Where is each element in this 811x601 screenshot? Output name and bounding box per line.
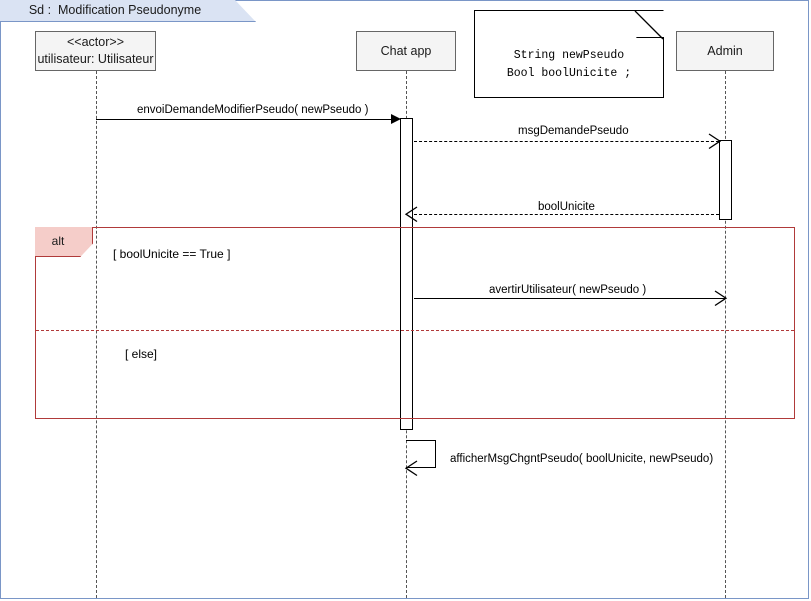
note-text-line-2: Bool boolUnicite ; — [506, 67, 632, 80]
note-text-line-1: String newPseudo — [513, 49, 625, 62]
arrow-head-avertir-utilisateur — [714, 290, 728, 307]
alt-fragment-frame — [35, 227, 795, 419]
participant-utilisateur[interactable]: <<actor>> utilisateur: Utilisateur — [35, 31, 156, 71]
alt-fragment-tag: alt — [35, 227, 93, 257]
message-line-msg-demande-pseudo — [414, 141, 719, 142]
note-fold-diagonal — [634, 10, 664, 40]
sd-frame-title: Sd : Modification Pseudonyme — [28, 3, 202, 17]
participant-admin-label: Admin — [707, 43, 743, 58]
message-line-avertir-utilisateur — [414, 298, 725, 299]
activation-chat-app — [400, 118, 413, 430]
lifeline-utilisateur — [96, 71, 97, 598]
arrow-head-bool-unicite — [404, 206, 418, 223]
participant-chat-app-label: Chat app — [380, 43, 432, 58]
note-box: String newPseudo Bool boolUnicite ; — [474, 10, 664, 98]
message-line-envoi-demande-modifier-pseudo — [96, 119, 391, 120]
message-label-envoi-demande-modifier-pseudo: envoiDemandeModifierPseudo( newPseudo ) — [137, 104, 369, 116]
participant-utilisateur-label: utilisateur: Utilisateur — [37, 52, 154, 66]
arrow-head-envoi-demande-modifier-pseudo — [391, 114, 401, 124]
sd-frame-tab: Sd : Modification Pseudonyme — [0, 0, 256, 22]
participant-admin[interactable]: Admin — [676, 31, 774, 71]
alt-guard-condition-2: [ else] — [125, 347, 158, 361]
participant-chat-app[interactable]: Chat app — [356, 31, 456, 71]
message-label-afficher-msg-chgnt-pseudo: afficherMsgChgntPseudo( boolUnicite, new… — [450, 453, 714, 465]
message-label-msg-demande-pseudo: msgDemandePseudo — [518, 125, 629, 137]
message-label-bool-unicite: boolUnicite — [538, 201, 595, 213]
activation-admin — [719, 140, 732, 220]
arrow-head-afficher-msg-chgnt-pseudo — [404, 460, 418, 477]
message-label-avertir-utilisateur: avertirUtilisateur( newPseudo ) — [489, 284, 647, 296]
message-self-loop-afficher-msg-chgnt-pseudo — [406, 440, 436, 468]
alt-fragment-operator: alt — [51, 234, 65, 248]
participant-utilisateur-stereotype: <<actor>> — [67, 35, 124, 50]
arrow-head-msg-demande-pseudo — [708, 133, 722, 150]
lifeline-admin — [725, 71, 726, 598]
alt-guard-condition-1: [ boolUnicite == True ] — [113, 247, 231, 261]
alt-fragment-divider — [36, 330, 794, 331]
message-line-bool-unicite — [414, 214, 719, 215]
